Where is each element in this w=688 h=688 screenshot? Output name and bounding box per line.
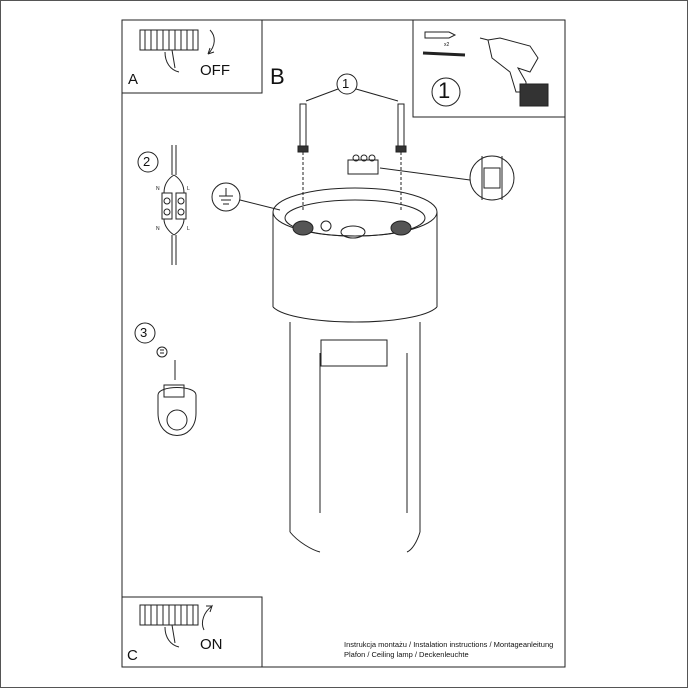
earth-symbol — [211, 182, 281, 212]
wire-l-bottom: L — [187, 226, 190, 232]
wire-l-top: L — [187, 186, 190, 192]
panel-c — [121, 596, 263, 668]
screw-icon — [422, 51, 466, 57]
step-3-number: 3 — [140, 325, 148, 340]
connector-block — [347, 154, 515, 201]
quantity-label: x2 — [444, 42, 450, 48]
panel-a-action: OFF — [200, 62, 230, 79]
arrow-down-icon — [207, 29, 215, 55]
footer-line-1: Instrukcja montażu / Instalation instruc… — [344, 640, 554, 649]
panel-b-letter: B — [270, 64, 285, 89]
panel-a-letter: A — [128, 71, 139, 88]
panel-c-letter: C — [127, 647, 138, 664]
footer: Instrukcja montażu / Instalation instruc… — [344, 640, 553, 660]
page-frame — [121, 19, 566, 668]
tools-panel — [412, 19, 566, 118]
wire-n-bottom: N — [156, 226, 160, 232]
wiring-diagram — [137, 145, 187, 265]
tools-step-number: 1 — [438, 78, 451, 103]
panel-a — [121, 19, 263, 94]
screws-group — [297, 73, 407, 212]
terminal-strip-icon — [139, 604, 199, 648]
step-1-number: 1 — [342, 76, 350, 91]
earth-clamp-diagram — [134, 322, 197, 436]
lamp-body — [272, 187, 438, 553]
footer-line-2: Plafon / Ceiling lamp / Deckenleuchte — [344, 650, 469, 659]
terminal-strip-icon — [139, 29, 199, 73]
step-1-circle — [431, 77, 461, 107]
wall-plug-icon — [424, 31, 457, 39]
step-2-number: 2 — [143, 154, 151, 169]
arrow-up-icon — [201, 604, 213, 631]
wire-n-top: N — [156, 186, 160, 192]
drill-icon — [479, 37, 549, 107]
panel-c-action: ON — [200, 636, 223, 653]
